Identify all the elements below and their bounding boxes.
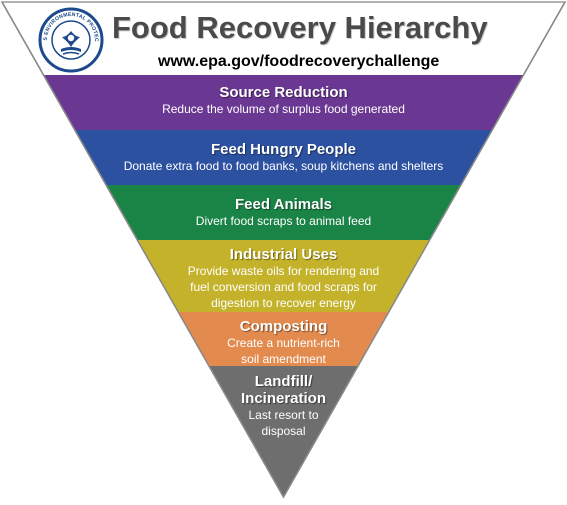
epa-seal-icon: UNITED STATES ENVIRONMENTAL PROTECTION A… (38, 7, 104, 73)
tier-industrial-uses: Industrial Uses Provide waste oils for r… (50, 246, 517, 311)
band-feed-hungry-people (74, 130, 493, 185)
tier-description-line: Provide waste oils for rendering and (187, 264, 380, 278)
tier-description-line: disposal (261, 424, 306, 438)
tier-composting: Composting Create a nutrient-rich soil a… (50, 318, 517, 367)
tier-landfill-incineration: Landfill/ Incineration Last resort to di… (50, 373, 517, 439)
band-composting (178, 312, 389, 366)
band-source-reduction (43, 75, 524, 130)
tier-title: Source Reduction (219, 84, 348, 101)
tier-description-line: fuel conversion and food scraps for (190, 280, 377, 294)
page-title: Food Recovery Hierarchy (112, 10, 488, 45)
tier-description-line: soil amendment (241, 352, 326, 366)
tier-source-reduction: Source Reduction Reduce the volume of su… (50, 84, 517, 117)
tier-title: Feed Animals (235, 196, 332, 213)
tier-title-line: Landfill/ (254, 373, 313, 390)
tier-title: Feed Hungry People (210, 141, 357, 158)
tier-description-line: Last resort to (248, 408, 319, 422)
tier-feed-animals: Feed Animals Divert food scraps to anima… (50, 196, 517, 229)
website-url: www.epa.gov/foodrecoverychallenge (158, 53, 440, 70)
tier-title-line: Incineration (240, 390, 326, 407)
tier-description-line: digestion to recover energy (211, 296, 356, 310)
tier-description: Divert food scraps to animal feed (195, 214, 372, 228)
band-feed-animals (106, 185, 461, 240)
band-landfill-incineration (209, 366, 358, 497)
tier-description-line: Create a nutrient-rich (227, 336, 340, 350)
band-industrial-uses (137, 240, 430, 312)
tier-title: Composting (239, 318, 328, 335)
tier-description: Donate extra food to food banks, soup ki… (123, 159, 444, 173)
tier-title: Industrial Uses (229, 246, 338, 263)
tier-description: Reduce the volume of surplus food genera… (162, 102, 405, 116)
tier-feed-hungry-people: Feed Hungry People Donate extra food to … (50, 141, 517, 174)
